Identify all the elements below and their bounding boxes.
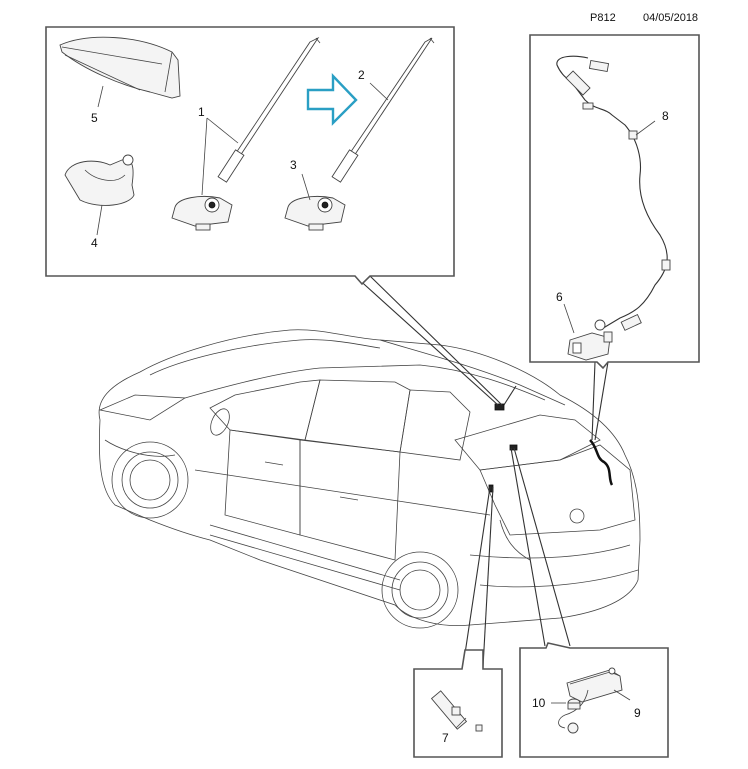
module-inset-right: 10 9 [519, 642, 669, 758]
antenna-assembly-1[interactable] [171, 36, 321, 231]
callout-3: 3 [290, 158, 297, 172]
diagram-code: P812 [590, 12, 616, 24]
amplifier-connector[interactable] [567, 319, 613, 361]
shark-fin-cover[interactable] [59, 36, 181, 99]
car-illustration [98, 329, 641, 629]
car-harness [589, 439, 614, 486]
callout-7: 7 [442, 731, 449, 745]
tailgate-amplifier[interactable] [558, 667, 623, 734]
antenna-inset: 5 4 1 2 3 [45, 26, 455, 286]
callout-6: 6 [556, 290, 563, 304]
module-inset-left: 7 [413, 649, 503, 758]
callout-4: 4 [91, 236, 98, 250]
callout-2: 2 [358, 68, 365, 82]
leader-lines [354, 275, 609, 668]
replacement-arrow-icon [306, 73, 358, 126]
callout-10: 10 [532, 696, 546, 710]
callout-5: 5 [91, 111, 98, 125]
grommet[interactable] [567, 698, 581, 710]
shark-fin-base[interactable] [64, 154, 135, 206]
rear-amplifier-module[interactable] [430, 690, 483, 732]
antenna-cable-harness[interactable] [556, 55, 671, 331]
callout-1: 1 [198, 105, 205, 119]
callout-8: 8 [662, 109, 669, 123]
cable-inset: 8 6 [529, 34, 700, 370]
diagram-date: 04/05/2018 [643, 12, 699, 24]
car-module-9 [509, 444, 518, 451]
car-antenna-base [494, 403, 505, 411]
callout-9: 9 [634, 706, 641, 720]
